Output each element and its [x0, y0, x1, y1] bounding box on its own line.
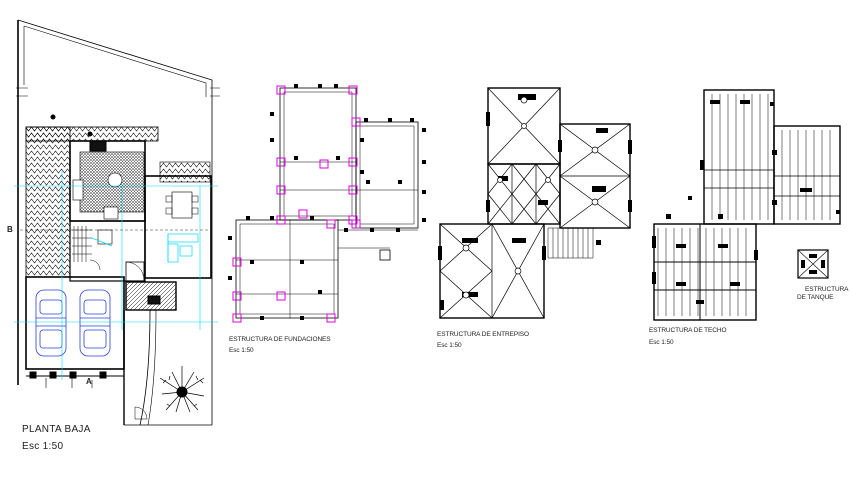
mezzanine-scale: Esc 1:50	[437, 342, 462, 349]
roof-plan	[652, 89, 841, 321]
foundation-plan	[228, 84, 426, 323]
foundation-scale: Esc 1:50	[229, 347, 254, 354]
mezzanine-plan	[438, 87, 632, 319]
tank-plan	[797, 249, 829, 279]
mezzanine-title: ESTRUCTURA DE ENTREPISO	[437, 331, 529, 338]
ground-floor-title: PLANTA BAJA	[22, 424, 91, 435]
foundation-title: ESTRUCTURA DE FUNDACIONES	[229, 336, 331, 343]
ground-floor-plan	[14, 19, 220, 426]
tank-title-line1: ESTRUCTURA	[805, 286, 849, 293]
roof-scale: Esc 1:50	[649, 339, 674, 346]
roof-title: ESTRUCTURA DE TECHO	[649, 327, 727, 334]
ground-floor-scale: Esc 1:50	[22, 441, 64, 452]
section-mark-b: B	[7, 225, 13, 234]
tank-title-line2: DE TANQUE	[797, 294, 834, 301]
section-mark-a: A	[86, 377, 92, 386]
